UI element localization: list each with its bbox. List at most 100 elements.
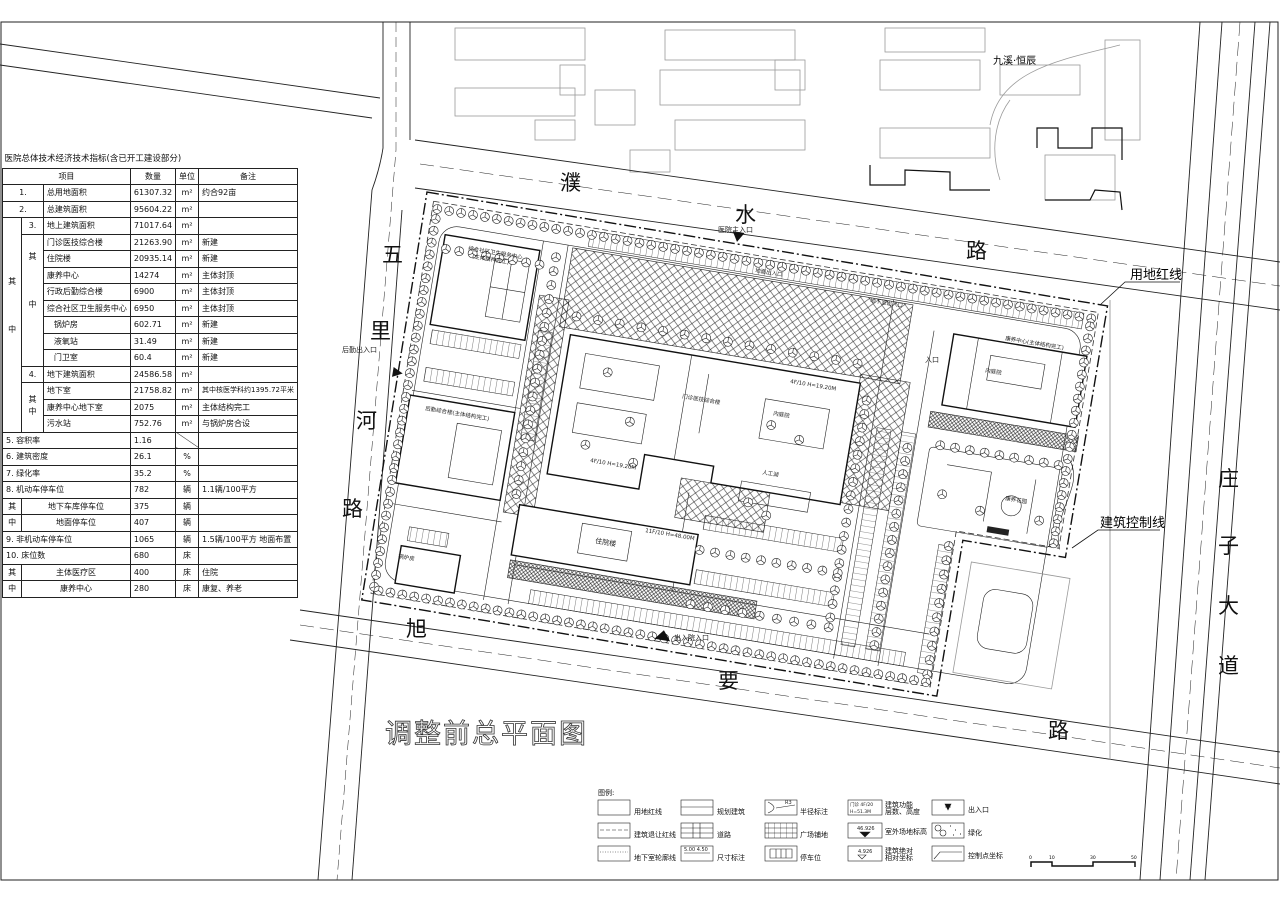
table-row: 其中 地下室 21758.82 m² 其中核医学科约1395.72平米 xyxy=(3,382,298,433)
tree-icon xyxy=(801,265,811,276)
tree-icon xyxy=(518,447,529,457)
row-item: 液氧站 xyxy=(42,332,131,350)
row-qty: 280 xyxy=(129,580,177,598)
tree-icon xyxy=(701,333,712,343)
wellness-garden-label: 康养花园 xyxy=(1005,494,1029,506)
tree-icon xyxy=(744,340,755,351)
legend-labels: 用地红线 建筑退让红线 地下室轮廓线 规划建筑 道路 尺寸标注 半径标注 广场铺… xyxy=(634,800,1003,862)
tree-icon xyxy=(897,673,907,683)
wellness-court-label: 内庭院 xyxy=(985,366,1003,377)
row-qty: 31.49 xyxy=(129,332,177,350)
tree-icon xyxy=(480,212,490,222)
row-note: 新建 xyxy=(198,250,298,268)
row-unit: m² xyxy=(175,184,200,202)
tree-icon xyxy=(931,287,942,298)
row-unit: m² xyxy=(175,382,200,400)
tree-icon xyxy=(671,635,681,646)
row-item: 5. 容积率 xyxy=(2,431,131,449)
tree-icon xyxy=(375,546,385,556)
tree-icon xyxy=(889,521,899,532)
tree-icon xyxy=(766,651,777,662)
tree-icon xyxy=(516,609,527,620)
tree-icon xyxy=(919,285,930,296)
tree-icon xyxy=(430,214,441,224)
economic-indicators-table: 医院总体技术经济技术指标(含已开工建设部分) 项目 数量 单位 备注 1. 总用… xyxy=(1,152,298,598)
parking-strip xyxy=(702,515,844,553)
tree-icon xyxy=(525,405,536,416)
building-logistics xyxy=(394,394,516,502)
scale-tick: 10 xyxy=(1049,855,1055,861)
tree-icon xyxy=(861,395,872,406)
context-buildings xyxy=(454,27,1141,201)
tree-icon xyxy=(385,487,395,497)
tree-icon xyxy=(839,531,849,541)
tree-icon xyxy=(658,326,668,336)
tree-icon xyxy=(537,336,547,346)
tree-icon xyxy=(411,332,421,343)
legend-label: 尺寸标注 xyxy=(717,853,745,862)
row-note: 新建 xyxy=(198,349,298,367)
tree-icon xyxy=(593,315,603,325)
wellness-entrance-label: 入口 xyxy=(925,356,939,364)
legend: 图例: 5.00 4.50 R3 门诊 4F/20 H=51.3M 46.926… xyxy=(597,788,965,862)
tree-icon xyxy=(420,273,431,284)
tree-icon xyxy=(658,242,669,252)
row-unit: m² xyxy=(175,200,200,218)
row-note: 主体封顶 xyxy=(198,299,298,317)
tree-icon xyxy=(409,344,419,355)
site-red-line-callout: 用地红线 xyxy=(1130,267,1182,283)
row-no: 1. xyxy=(2,184,44,202)
tree-icon xyxy=(1081,345,1091,356)
logistics-entrance-label: 后勤出入口 xyxy=(342,345,377,354)
road-name-north: 水 xyxy=(735,203,756,227)
tree-icon xyxy=(441,244,451,254)
tree-icon xyxy=(882,561,893,572)
road-name-east: 道 xyxy=(1218,654,1239,678)
tree-icon xyxy=(467,248,478,259)
tree-icon xyxy=(405,368,415,378)
tree-icon xyxy=(546,280,557,290)
tree-icon xyxy=(635,629,646,640)
tree-icon xyxy=(830,585,840,596)
tree-icon xyxy=(1070,405,1081,416)
tree-icon xyxy=(1064,442,1075,452)
road-names: 濮 水 路 五 里 河 路 旭 要 路 庄 子 大 道 xyxy=(342,171,1239,743)
tree-icon xyxy=(777,261,787,272)
tree-icon xyxy=(444,206,455,216)
group-label-qizhong: 其中 xyxy=(1,217,23,433)
tree-icon xyxy=(900,456,910,466)
road-name-east: 大 xyxy=(1218,594,1239,618)
scale-tick: 30 xyxy=(1090,855,1096,861)
parking-strip xyxy=(406,526,450,548)
tree-icon xyxy=(416,297,427,307)
road-name-west: 路 xyxy=(342,497,363,521)
legend-sample-radius: R3 xyxy=(785,800,792,806)
row-item: 污水站 xyxy=(42,415,131,433)
row-unit: 床 xyxy=(175,580,200,598)
tree-icon xyxy=(426,237,437,248)
tree-icon xyxy=(789,616,799,627)
tree-icon xyxy=(927,640,937,651)
road-name-north: 濮 xyxy=(560,171,581,195)
tree-icon xyxy=(646,240,657,250)
row-qty: 20935.14 xyxy=(129,250,177,268)
tree-icon xyxy=(571,311,582,322)
tree-icon xyxy=(610,234,621,244)
tree-icon xyxy=(1038,305,1049,316)
tree-icon xyxy=(939,569,949,580)
drawing-title: 调整前总平面图 xyxy=(385,719,588,750)
row-unit: m² xyxy=(175,398,200,416)
tree-icon xyxy=(934,598,944,608)
legend-title: 图例: xyxy=(598,788,614,797)
row-item: 锅炉房 xyxy=(42,316,131,334)
group-label-zhong: 中 xyxy=(1,514,23,532)
tree-icon xyxy=(778,653,788,664)
tree-icon xyxy=(414,309,425,319)
plaza-paving xyxy=(559,247,914,385)
row-qty: 680 xyxy=(129,547,177,565)
